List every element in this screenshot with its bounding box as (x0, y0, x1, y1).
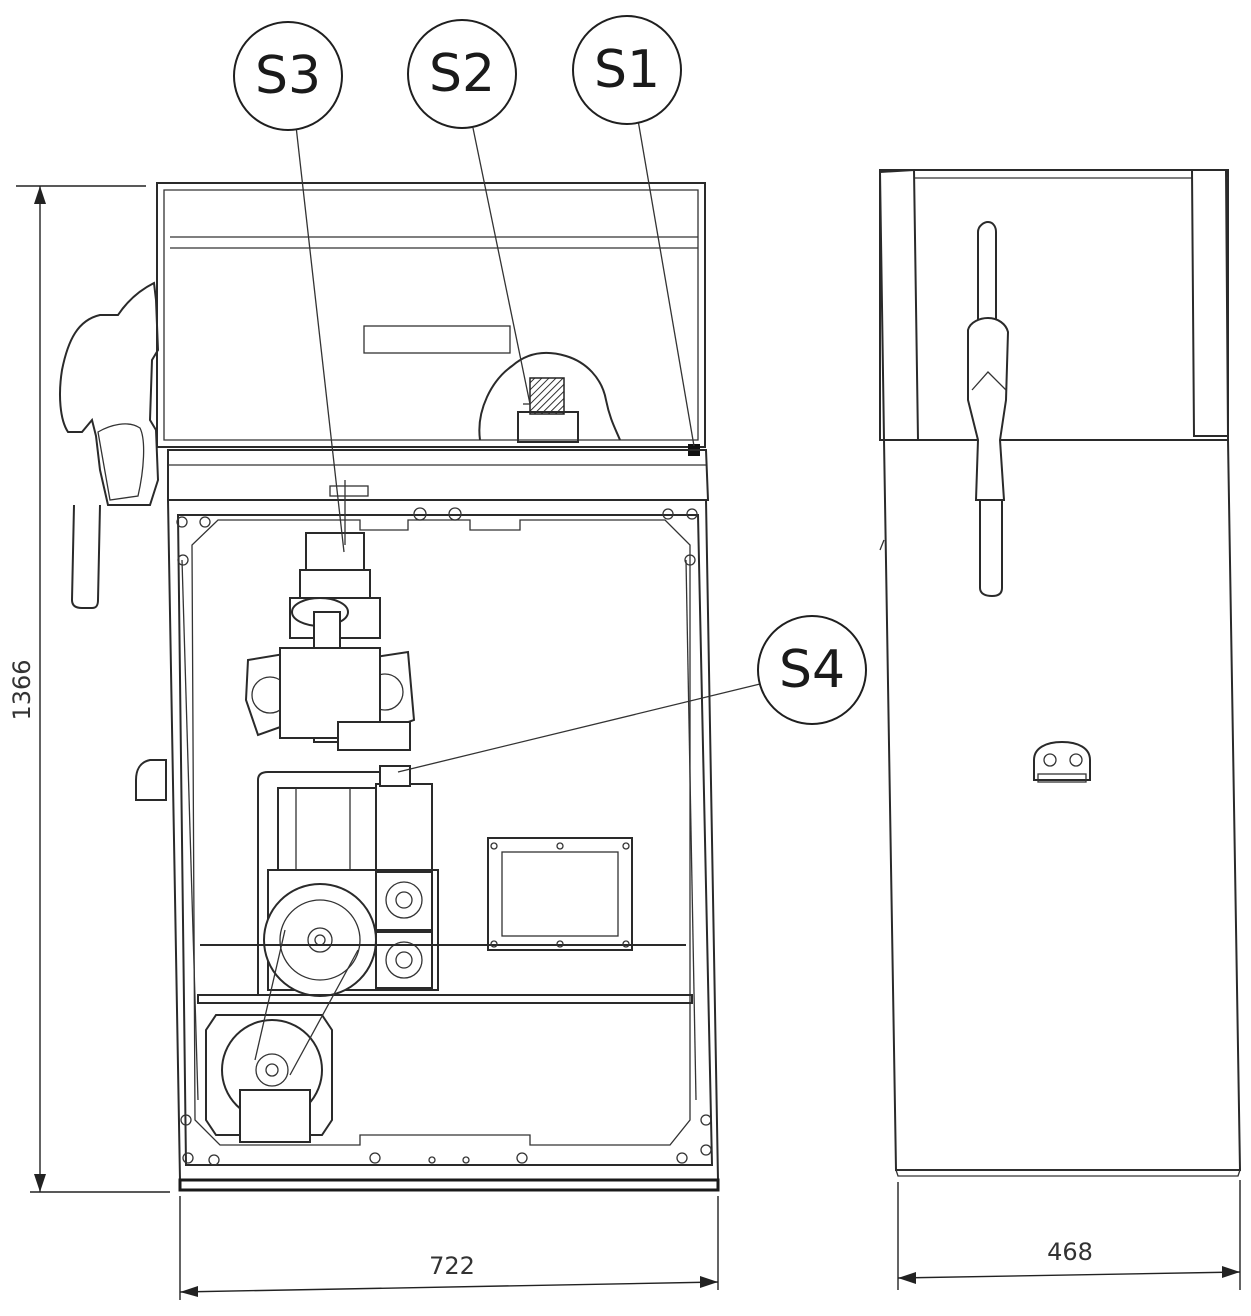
side-view (878, 168, 1242, 1177)
side-view-handle (1033, 740, 1091, 783)
width-front-dimension-label: 722 (429, 1252, 475, 1280)
callout-s1: S1 (572, 15, 682, 125)
callout-s2-label: S2 (429, 44, 495, 104)
callout-s1-label: S1 (594, 40, 660, 100)
dimension-height: 1366 (8, 185, 170, 1193)
inspection-plate (487, 837, 633, 951)
dispenser-body (135, 449, 720, 1192)
height-dimension-label: 1366 (8, 659, 36, 720)
side-handle (135, 759, 167, 801)
nozzle-side (967, 220, 1010, 598)
callout-s4-label: S4 (779, 640, 845, 700)
callout-s3-label: S3 (255, 46, 321, 106)
nozzle-left (59, 281, 160, 609)
width-side-dimension-label: 468 (1047, 1238, 1093, 1266)
leader-lines (295, 119, 761, 773)
front-view (59, 182, 720, 1192)
s2-sensor-block (529, 377, 565, 415)
callout-s2: S2 (407, 19, 517, 129)
motor (205, 929, 359, 1143)
pump-assembly (257, 765, 439, 997)
dimension-width-front: 722 (179, 1196, 719, 1300)
display-window (363, 325, 511, 354)
dimension-width-side: 468 (897, 1180, 1241, 1290)
meter-assembly (244, 480, 416, 751)
display-housing (156, 182, 706, 456)
callout-s3: S3 (233, 21, 343, 131)
bolts (176, 507, 712, 1166)
callout-s4: S4 (757, 615, 867, 725)
